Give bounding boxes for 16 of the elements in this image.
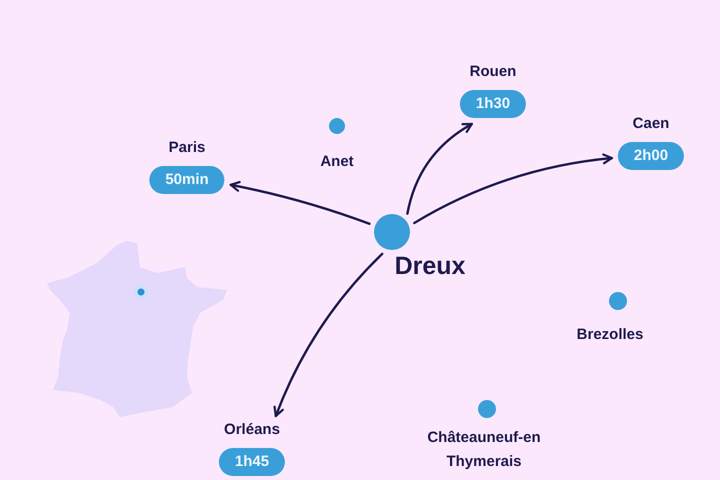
- travel-time-pill: 1h45: [218, 448, 286, 476]
- travel-time-pill: 1h30: [460, 90, 526, 118]
- hub-city-name: Dreux: [394, 251, 466, 281]
- city-name: Châteauneuf-en Thymerais: [426, 428, 542, 472]
- city-name: Brezolles: [576, 325, 644, 345]
- arrow: [406, 122, 473, 215]
- travel-time-pill: 2h00: [618, 142, 684, 170]
- travel-time-pill: 50min: [149, 166, 225, 194]
- city-name: Anet: [320, 152, 354, 172]
- city-name: Paris: [168, 140, 206, 156]
- city-name: Rouen: [470, 64, 516, 80]
- arrow: [413, 154, 614, 224]
- city-name: Caen: [632, 116, 670, 132]
- arrow: [230, 181, 371, 225]
- city-name: Orléans: [224, 422, 280, 438]
- arrow: [274, 252, 384, 418]
